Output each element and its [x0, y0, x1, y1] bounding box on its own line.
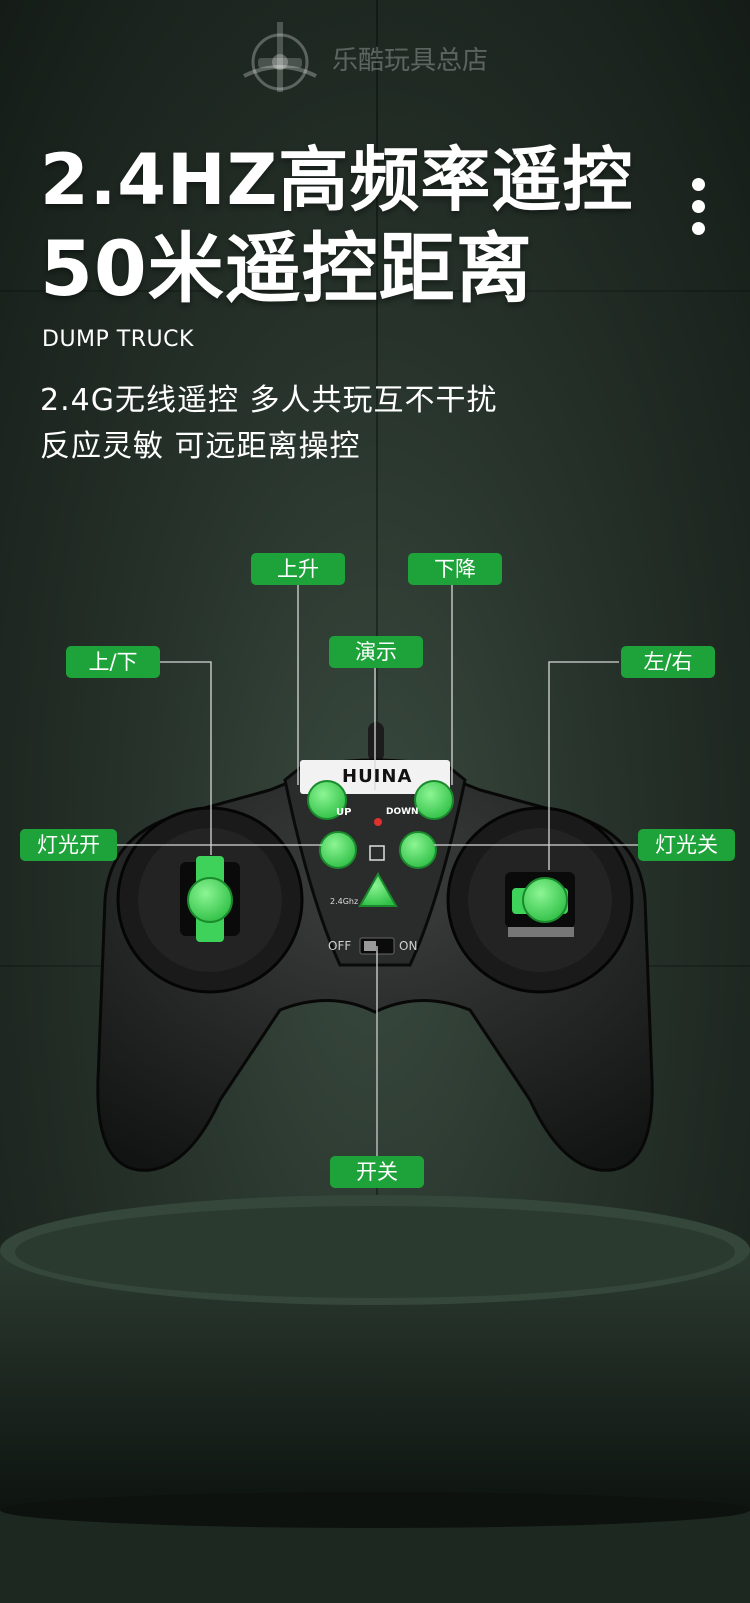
more-menu-icon[interactable] [692, 178, 706, 244]
shop-name: 乐酷玩具总店 [332, 45, 489, 76]
chip-icon [369, 845, 385, 861]
antenna [368, 722, 384, 762]
brand-label: HUINA [342, 766, 413, 787]
callout-lift: 上升 [251, 553, 345, 585]
propeller-seal-icon [243, 22, 317, 92]
lift-button[interactable] [307, 780, 347, 820]
feature-desc-line2: 反应灵敏 可远距离操控 [40, 429, 361, 464]
status-led [374, 818, 382, 826]
off-label: OFF [328, 939, 352, 953]
headline-line2: 50米遥控距离 [40, 224, 533, 313]
light-off-button[interactable] [399, 831, 437, 869]
callout-light-off: 灯光关 [638, 829, 735, 861]
down-label: DOWN [386, 807, 419, 817]
callout-updown: 上/下 [66, 646, 160, 678]
light-on-button[interactable] [319, 831, 357, 869]
right-stick-leftright[interactable] [505, 872, 575, 937]
callout-lower: 下降 [408, 553, 502, 585]
up-label: UP [336, 807, 352, 818]
left-stick-updown[interactable] [180, 856, 240, 942]
callout-leader-lines [117, 585, 638, 1158]
shop-watermark: 乐酷玩具总店 [240, 18, 488, 98]
panel-seam [0, 290, 750, 292]
demo-triangle-button[interactable] [358, 871, 398, 907]
feature-desc-line1: 2.4G无线遥控 多人共玩互不干扰 [40, 383, 498, 418]
display-podium [0, 1195, 750, 1603]
callout-leftright: 左/右 [621, 646, 715, 678]
callout-power: 开关 [330, 1156, 424, 1188]
frequency-label: 2.4Ghz [330, 897, 359, 906]
product-subtitle: DUMP TRUCK [42, 327, 194, 352]
lower-button[interactable] [414, 780, 454, 820]
on-label: ON [399, 939, 418, 953]
callout-light-on: 灯光开 [20, 829, 117, 861]
headline-line1: 2.4HZ高频率遥控 [40, 139, 634, 221]
callout-demo: 演示 [329, 636, 423, 668]
